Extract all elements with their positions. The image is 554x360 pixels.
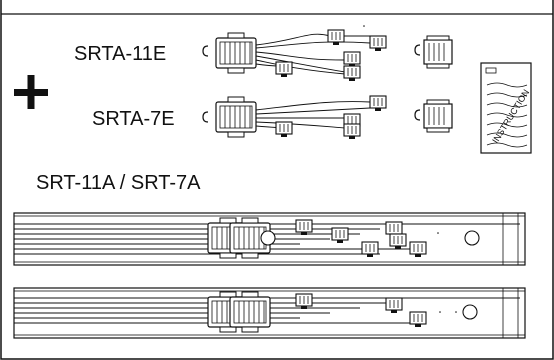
harness-srta-11e xyxy=(202,25,453,82)
kit-label-srta-11e: SRTA-11E xyxy=(74,43,167,65)
plus-symbol xyxy=(14,75,48,109)
section-title: SRT-11A / SRT-7A xyxy=(36,172,201,194)
harness-srta-7e xyxy=(202,95,453,140)
instruction-sheet: INSTRUCTION xyxy=(480,62,532,154)
strip-module-2 xyxy=(13,287,526,339)
strip-module-1 xyxy=(13,212,526,266)
kit-label-srta-7e: SRTA-7E xyxy=(92,108,175,130)
